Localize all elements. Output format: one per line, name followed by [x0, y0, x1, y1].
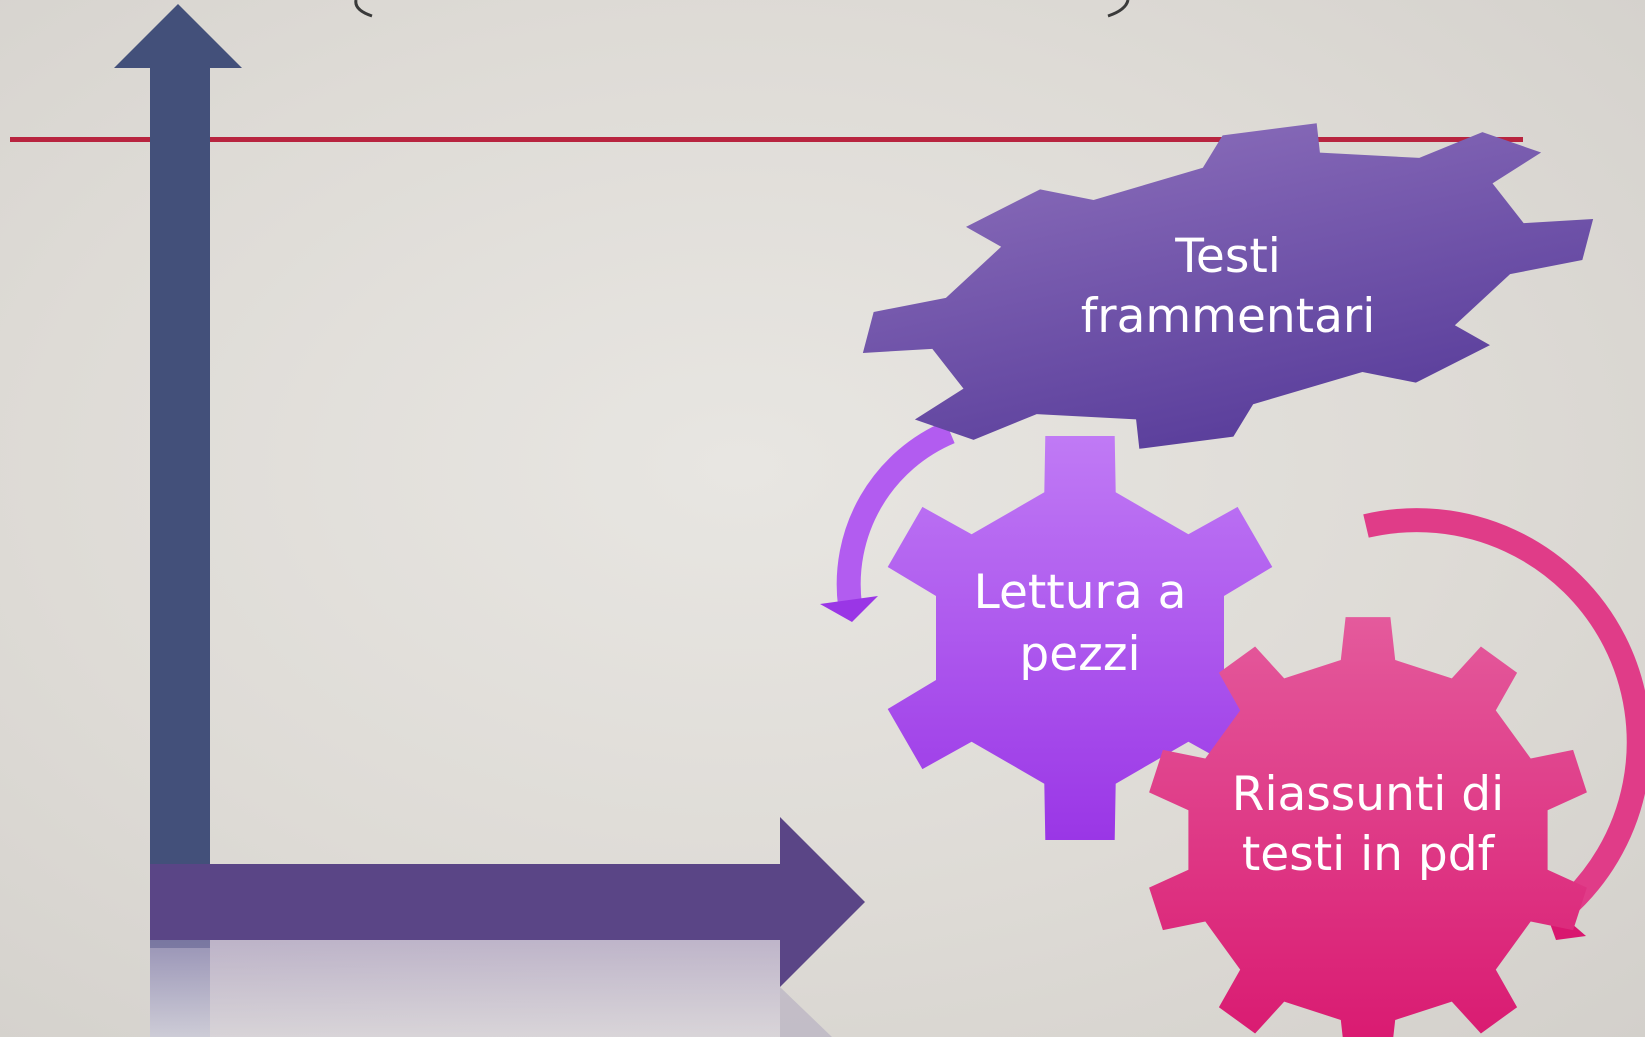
red-rule	[10, 137, 1523, 142]
gear-riassunti-pdf-label-line-2: testi in pdf	[1242, 827, 1496, 882]
gear-testi-frammentari-label-line-2: frammentari	[1081, 289, 1376, 344]
gear-testi-frammentari-shape	[862, 123, 1594, 449]
gear-lettura-a-pezzi-label-line-2: pezzi	[1019, 627, 1140, 682]
gear-lettura-a-pezzi-shape	[887, 436, 1273, 840]
cycle-arrowhead-violet	[820, 596, 878, 622]
cycle-arrow-violet	[836, 420, 955, 607]
gear-testi-frammentari-label-line-1: Testi	[1174, 229, 1281, 284]
title-paren-right	[1107, 0, 1130, 18]
horizontal-axis-arrow	[150, 817, 865, 1037]
gear-riassunti-pdf-label-line-1: Riassunti di	[1232, 767, 1504, 822]
title-paren-left	[354, 0, 373, 18]
cycle-arrow-pink	[1363, 508, 1645, 920]
gear-lettura-a-pezzi-label-line-1: Lettura a	[974, 565, 1187, 620]
gear-riassunti-pdf-shape	[1149, 617, 1587, 1037]
gear-lettura-a-pezzi: Lettura a pezzi	[887, 436, 1273, 840]
